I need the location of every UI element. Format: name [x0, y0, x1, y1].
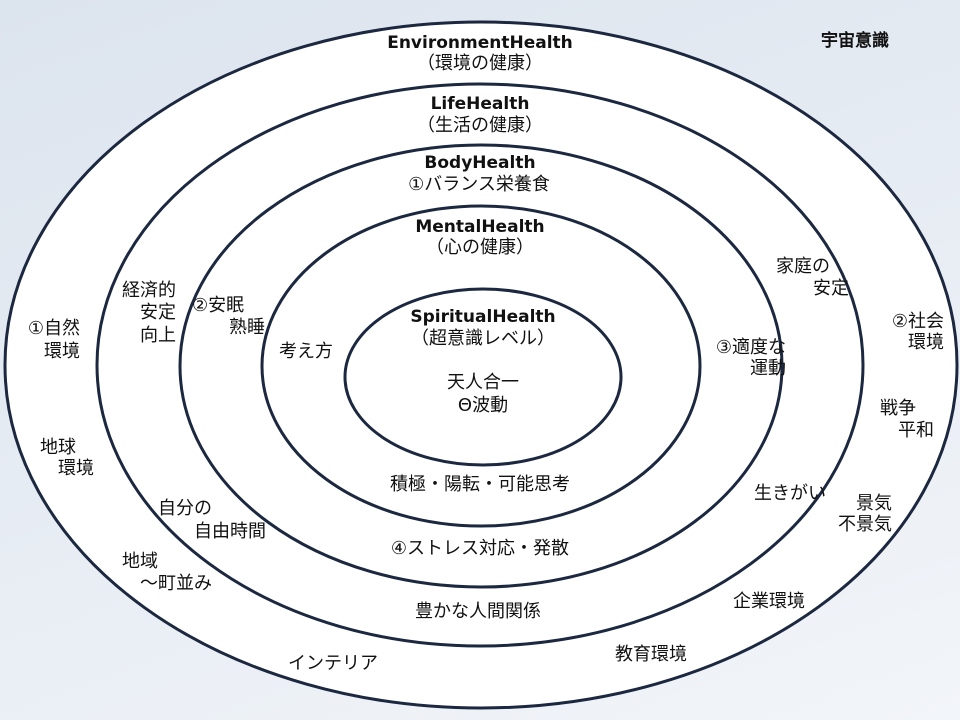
spiritual-title: SpiritualHealth	[410, 307, 555, 327]
life-label-bottom: 豊かな人間関係	[415, 601, 541, 622]
env-label-left-lower-1: 地域	[122, 551, 158, 572]
life-label-left-upper-2: 安定	[140, 302, 176, 323]
life-title: LifeHealth	[431, 94, 530, 114]
body-label-left-1: ②安眠	[192, 295, 244, 316]
mental-title: MentalHealth	[415, 217, 544, 237]
life-label-left-upper-1: 経済的	[122, 280, 176, 301]
corner-label: 宇宙意識	[821, 30, 889, 51]
env-label-left-upper-1: ①自然	[28, 318, 80, 339]
life-label-left-upper-3: 向上	[140, 325, 176, 346]
body-label-right-2: 運動	[750, 358, 786, 379]
body-label-left-2: 熟睡	[229, 317, 265, 338]
ring-spiritual	[343, 287, 623, 467]
life-label-right-lower: 生きがい	[754, 483, 826, 504]
life-label-left-lower-1: 自分の	[158, 498, 212, 519]
env-label-right-upper-1: ②社会	[892, 311, 944, 332]
environment-title: EnvironmentHealth	[387, 33, 573, 53]
body-label-right-1: ③適度な	[716, 337, 786, 358]
mental-subtitle: （心の健康）	[426, 237, 534, 258]
life-label-left-lower-2: 自由時間	[194, 521, 266, 542]
env-label-right-econ-2: 不景気	[838, 514, 892, 535]
spiritual-subtitle: （超意識レベル）	[411, 328, 555, 349]
env-label-left-middle-2: 環境	[58, 458, 94, 479]
env-label-right-lower: 企業環境	[733, 591, 805, 612]
env-label-right-middle-2: 平和	[898, 420, 934, 441]
env-label-right-econ-1: 景気	[856, 493, 892, 514]
environment-subtitle: （環境の健康）	[417, 53, 543, 74]
env-label-left-upper-2: 環境	[44, 341, 80, 362]
env-label-right-upper-2: 環境	[908, 332, 944, 353]
spiritual-line-2: Θ波動	[458, 395, 508, 416]
env-label-bottom-right: 教育環境	[615, 644, 687, 665]
life-label-right-upper-2: 安定	[813, 278, 849, 299]
body-subtitle: ①バランス栄養食	[408, 174, 550, 195]
env-label-left-middle-1: 地球	[40, 437, 76, 458]
mental-label-bottom: 積極・陽転・可能思考	[390, 474, 570, 495]
env-label-right-middle-1: 戦争	[880, 398, 916, 419]
mental-label-left: 考え方	[279, 341, 333, 362]
body-title: BodyHealth	[424, 153, 535, 173]
life-label-right-upper-1: 家庭の	[776, 256, 830, 277]
body-label-bottom: ④ストレス対応・発散	[391, 538, 569, 559]
life-subtitle: （生活の健康）	[417, 115, 543, 136]
spiritual-line-1: 天人合一	[447, 372, 519, 393]
env-label-bottom-left: インテリア	[288, 653, 378, 674]
env-label-left-lower-2: ～町並み	[140, 573, 212, 594]
